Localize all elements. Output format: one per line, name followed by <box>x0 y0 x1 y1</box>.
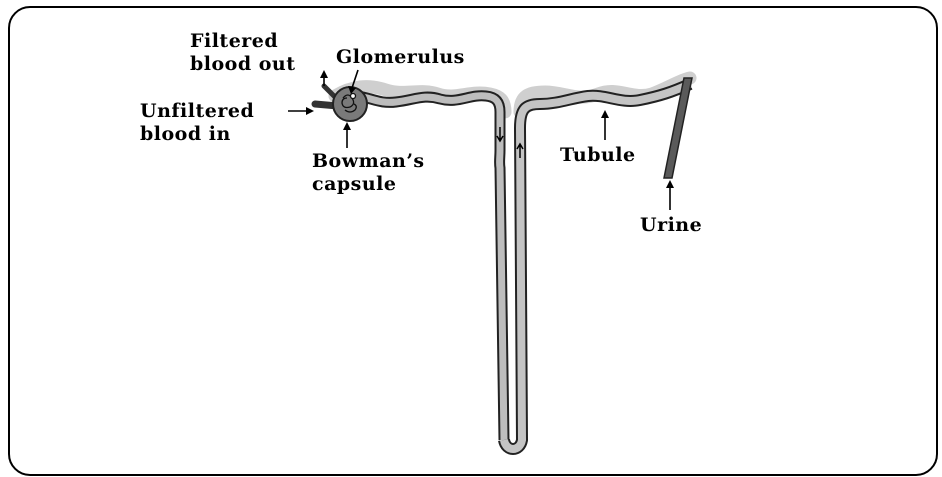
proximal-tubule <box>357 96 504 440</box>
label-bowmans-capsule: Bowman’s capsule <box>312 150 425 196</box>
label-urine: Urine <box>640 214 702 237</box>
loop-of-henle <box>504 84 690 449</box>
label-unfiltered-blood-in: Unfiltered blood in <box>140 100 254 146</box>
label-filtered-blood-out: Filtered blood out <box>190 30 296 76</box>
bowmans-capsule-shape <box>333 87 367 121</box>
label-glomerulus: Glomerulus <box>336 46 465 69</box>
label-tubule: Tubule <box>560 144 636 167</box>
